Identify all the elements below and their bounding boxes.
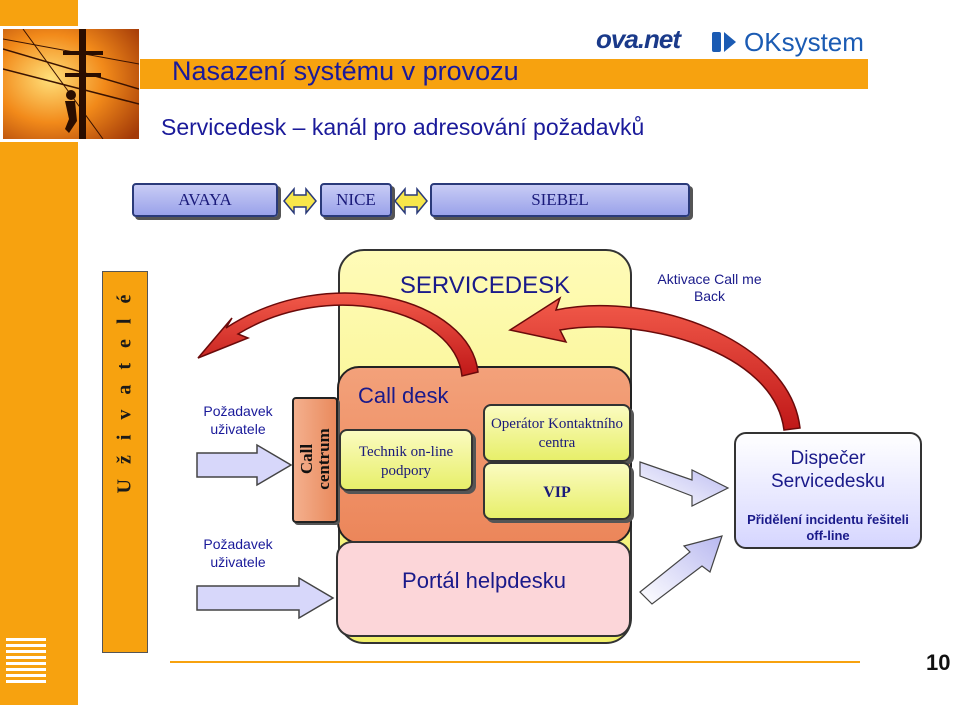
request-label-top: Požadavek uživatele [203,403,273,437]
red-curved-arrow-left [197,292,479,377]
page-number: 10 [926,650,951,675]
ova-net-logo: ova.net [596,24,681,54]
bidirectional-arrow-icon [283,186,317,216]
calldesk-to-dispatcher-arrow [639,461,730,507]
oksystem-logo-icon [712,32,736,52]
title-bar [140,59,868,89]
dispatcher-subtitle: Přidělení incidentu řešiteli off-line [747,512,909,543]
footer-lines-icon [6,638,46,683]
servicedesk-label: SERVICEDESK [399,272,571,299]
request-arrow-bottom-icon [196,576,335,620]
portal-to-dispatcher-arrow [639,535,723,605]
bidirectional-arrow-icon [394,186,428,216]
dispatcher-box [734,432,922,549]
request-arrow-top-icon [196,443,293,487]
call-desk-label: Call desk [358,383,449,408]
users-side-panel [102,271,148,653]
dispatcher-title: Dispečer Servicedesku [770,448,886,492]
footer-line [170,661,860,663]
red-curved-arrow-right [508,296,801,431]
operator-box: Operátor Kontaktního centra [483,404,631,462]
page-subtitle: Servicedesk – kanál pro adresování požad… [161,114,645,140]
call-centrum-box [292,397,338,523]
page-title: Nasazení systému v provozu [172,56,519,86]
vip-box: VIP [483,462,631,520]
oksystem-logo: OKsystem [744,27,864,57]
portal-helpdesk-box [336,541,631,637]
header-photo [0,26,142,142]
callback-activation-label: Aktivace Call me Back [657,271,762,304]
technik-box: Technik on-line podpory [339,429,473,491]
system-avaya: AVAYA [132,183,278,217]
request-label-bottom: Požadavek uživatele [203,536,273,570]
system-siebel: SIEBEL [430,183,690,217]
portal-helpdesk-label: Portál helpdesku [402,568,566,593]
system-nice: NICE [320,183,392,217]
